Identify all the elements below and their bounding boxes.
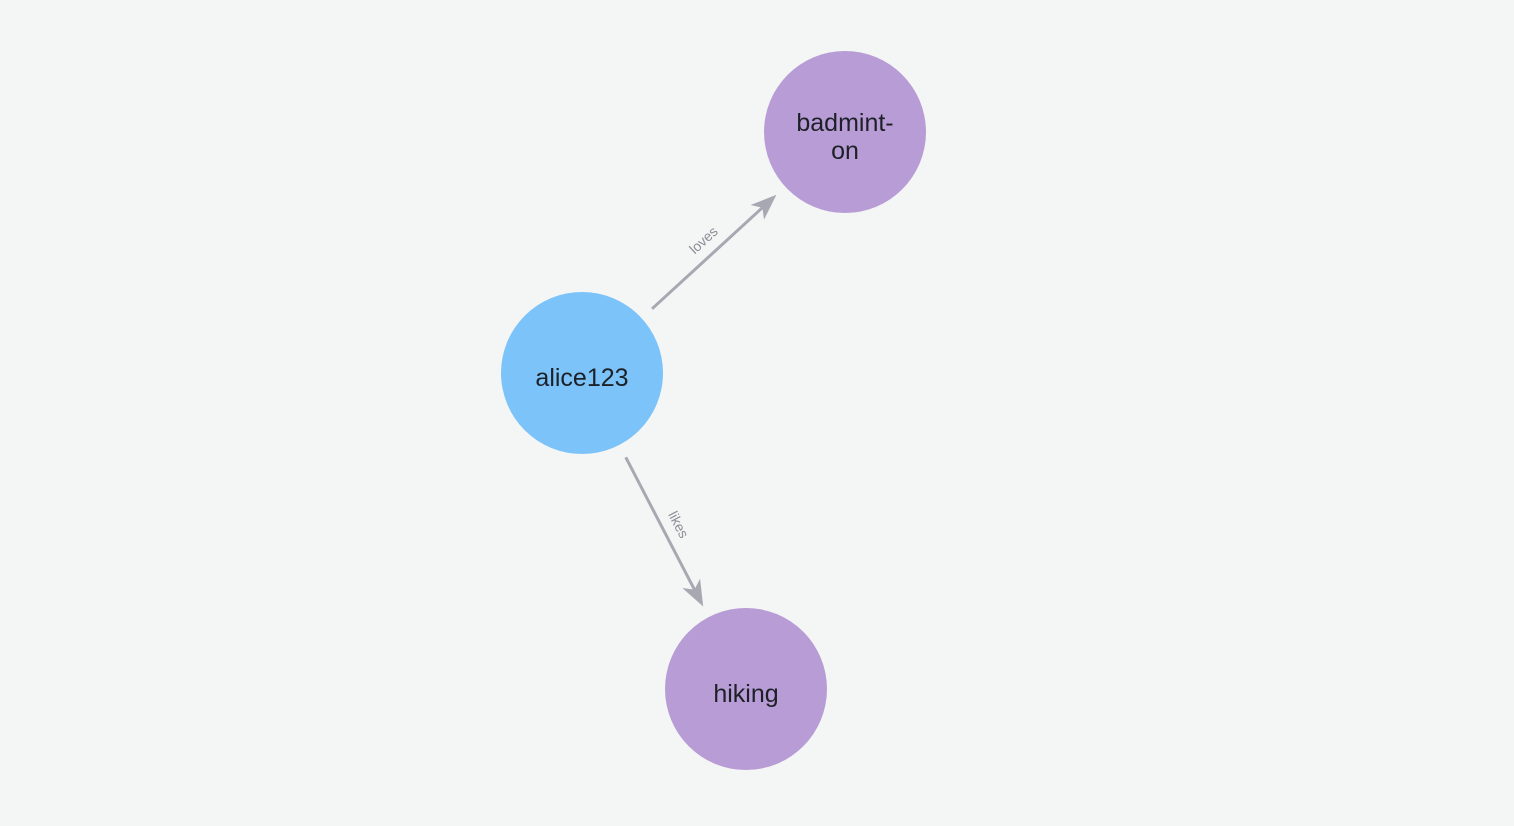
node-label-line: hiking [713,680,778,708]
edge-arrowhead-icon [682,578,704,607]
edge-line[interactable] [651,205,765,310]
graph-node-badminton[interactable]: badmint-on [764,51,926,213]
node-label: alice123 [535,364,628,392]
graph-edge-loves[interactable]: loves [651,194,777,310]
graph-node-hiking[interactable]: hiking [665,608,827,770]
node-circle[interactable] [764,51,926,213]
graph-edge-likes[interactable]: likes [624,456,704,607]
node-label-line: on [831,137,859,165]
node-label-line: alice123 [535,364,628,392]
node-label-line: badmint- [796,109,893,137]
edge-line[interactable] [624,456,697,592]
edge-label[interactable]: likes [665,508,692,540]
node-circle[interactable] [665,608,827,770]
node-circle[interactable] [501,292,663,454]
node-label: hiking [713,680,778,708]
edge-arrowhead-icon [750,194,777,220]
node-label: badmint-on [796,109,893,165]
graph-node-alice123[interactable]: alice123 [501,292,663,454]
